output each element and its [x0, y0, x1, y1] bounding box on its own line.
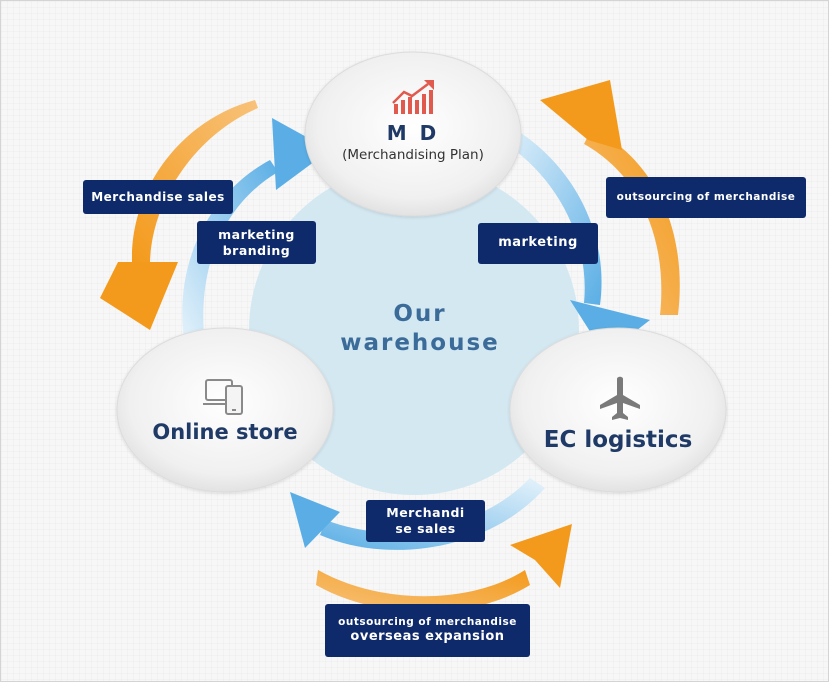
label-outsourcing-top: outsourcing of merchandise — [606, 177, 806, 218]
label-marketing: marketing — [478, 223, 598, 264]
growth-chart-icon — [392, 80, 434, 114]
orange-arrowhead-md — [540, 80, 622, 150]
center-title-line1: Our — [393, 301, 447, 327]
orange-arrowhead-ec — [510, 524, 572, 588]
label-merchandise-sales-top: Merchandise sales — [83, 180, 233, 214]
ec-logistics-title: EC logistics — [543, 427, 693, 453]
label-outsourcing-bottom-line1: outsourcing of merchandise — [338, 615, 517, 628]
md-title: M D — [386, 121, 440, 145]
md-node — [304, 51, 522, 217]
label-marketing-text: marketing — [498, 235, 578, 251]
label-marketing-branding-line2: branding — [222, 242, 291, 258]
orange-arrow-online-to-ec — [316, 570, 530, 613]
label-marketing-branding: marketing branding — [197, 221, 316, 264]
orange-arrow-ec-to-md — [584, 128, 680, 315]
label-merchandise-sales-bottom-line1: Merchandi — [386, 505, 465, 521]
blue-arrowhead-md — [272, 118, 330, 190]
label-outsourcing-top-text: outsourcing of merchandise — [616, 190, 796, 203]
blue-arrowhead-ec — [570, 300, 650, 355]
devices-icon — [203, 379, 243, 415]
label-marketing-branding-line1: marketing — [218, 226, 295, 242]
md-subtitle: (Merchandising Plan) — [342, 147, 484, 163]
center-title: Our warehouse — [300, 300, 540, 358]
label-outsourcing-bottom-line2: overseas expansion — [350, 628, 505, 644]
orange-arrowhead-online — [100, 262, 178, 330]
online-store-title: Online store — [152, 420, 298, 444]
label-merchandise-sales-bottom-line2: se sales — [395, 521, 456, 536]
label-merchandise-sales-top-text: Merchandise sales — [91, 189, 225, 204]
label-outsourcing-bottom: outsourcing of merchandise overseas expa… — [325, 604, 530, 657]
blue-arrowhead-online — [290, 492, 340, 548]
airplane-icon — [600, 376, 640, 420]
md-node-text: M D (Merchandising Plan) — [313, 121, 513, 163]
label-merchandise-sales-bottom: Merchandi se sales — [366, 500, 485, 542]
center-title-line2: warehouse — [340, 329, 500, 356]
